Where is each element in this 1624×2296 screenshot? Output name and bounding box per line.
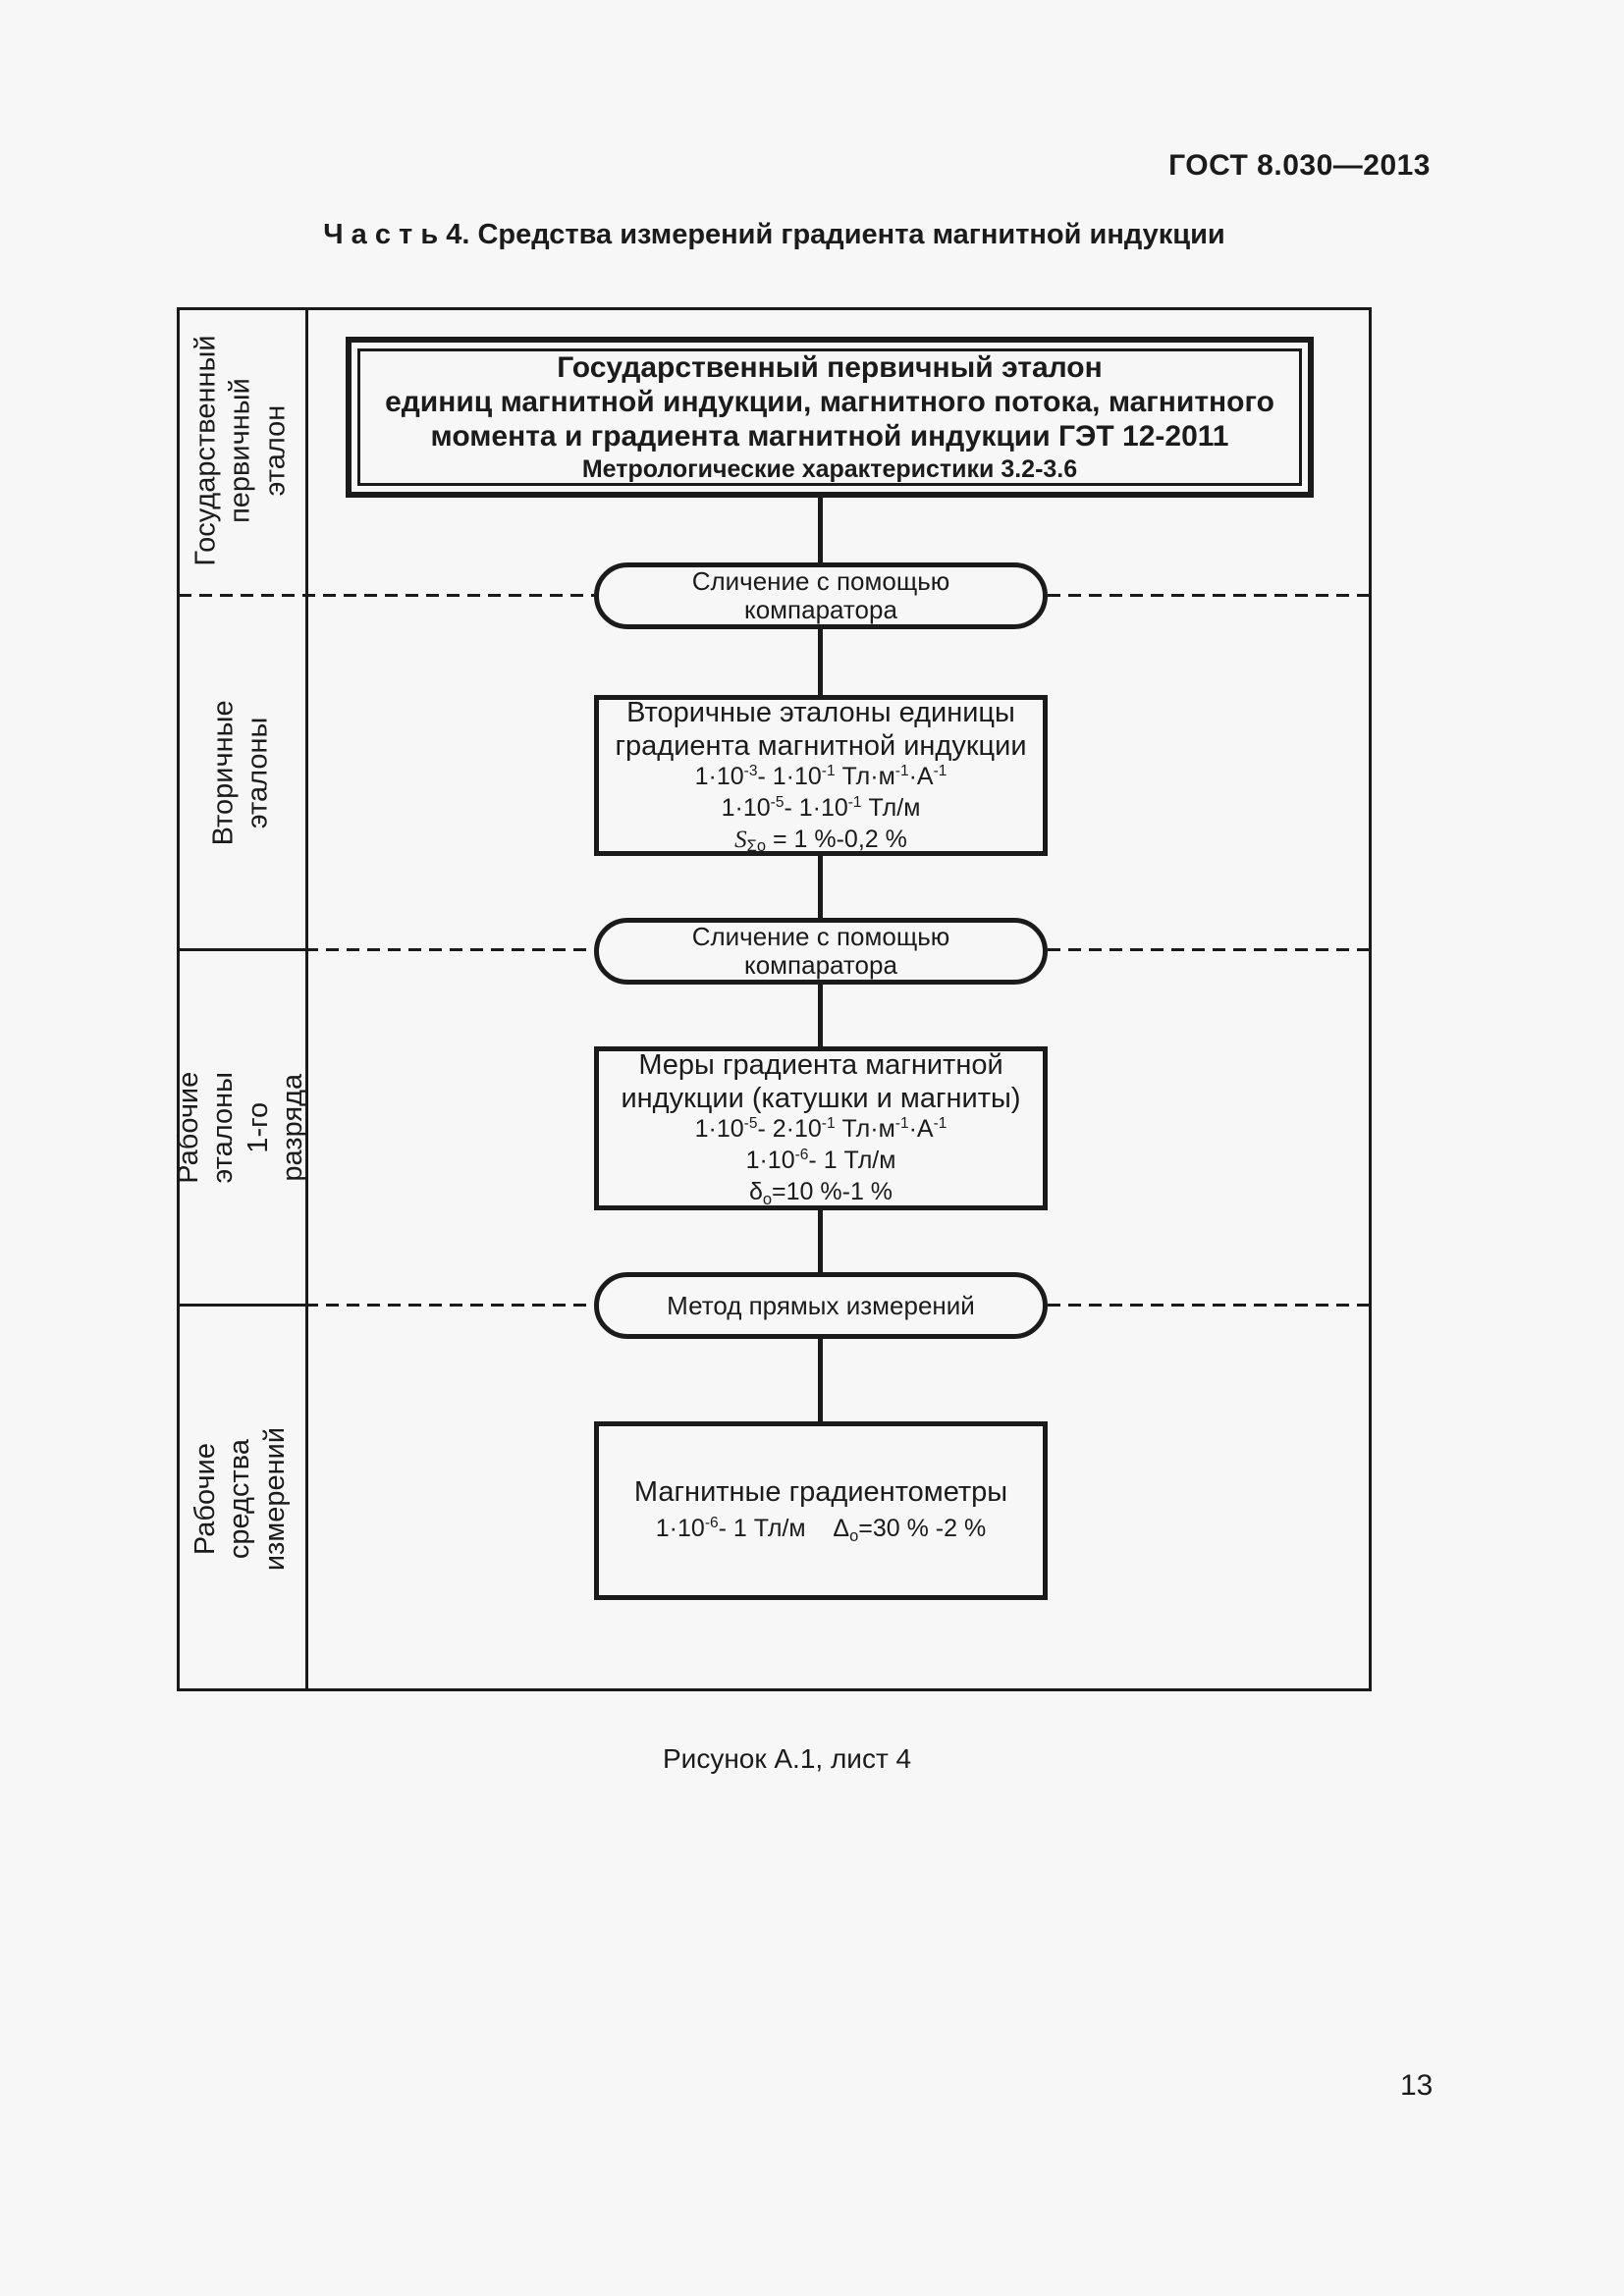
working-standards-error: δо=10 %-1 % (748, 1178, 893, 1208)
working-standards-box: Меры градиента магнитной индукции (катуш… (594, 1046, 1048, 1210)
working-standards-range-tesla-per-meter: 1·10-6- 1 Тл/м (745, 1147, 896, 1174)
sidebar-label: Государственный первичный эталон (189, 335, 292, 566)
primary-standard-units: единиц магнитной индукции, магнитного по… (385, 386, 1274, 418)
sidebar-section-primary-standard: Государственный первичный эталон (180, 310, 302, 591)
level-divider-1-right (1048, 594, 1370, 597)
level-divider-1-left (179, 594, 594, 597)
secondary-range-tesla-per-meter: 1·10-5- 1·10-1 Тл/м (721, 793, 921, 822)
secondary-standards-box: Вторичные эталоны единицы градиента магн… (594, 695, 1048, 856)
part-title: Ч а с т ь 4. Средства измерений градиент… (323, 219, 1225, 250)
scheme-frame (177, 307, 1372, 1691)
secondary-standards-title: Вторичные эталоны единицы (626, 696, 1015, 728)
sidebar-section-secondary-standards: Вторичные эталоны (180, 599, 302, 946)
document-code: ГОСТ 8.030—2013 (1168, 149, 1431, 182)
sidebar-label: Вторичные эталоны (207, 700, 274, 845)
sidebar-divider-line (305, 307, 308, 1691)
connector-line (818, 627, 823, 698)
working-instruments-range-error: 1·10-6- 1 Тл/м Δо=30 % -2 % (655, 1515, 987, 1545)
primary-standard-title: Государственный первичный эталон (557, 351, 1103, 384)
connector-line (818, 1336, 823, 1423)
sidebar-section-working-standards: Рабочие эталоны 1-го разряда (173, 954, 308, 1302)
page-number: 13 (1400, 2069, 1434, 2102)
method-label: Метод прямых измерений (667, 1290, 975, 1320)
level-divider-2-right (1048, 948, 1370, 951)
comparator-node-1: Сличение с помощью компаратора (594, 562, 1048, 629)
primary-standard-inner-border: Государственный первичный эталон единиц … (357, 348, 1302, 486)
primary-standard-code: момента и градиента магнитной индукции Г… (430, 420, 1229, 453)
secondary-standards-title2: градиента магнитной индукции (615, 729, 1027, 762)
connector-line (818, 982, 823, 1048)
sidebar-section-working-instruments: Рабочие средства измерений (180, 1309, 302, 1688)
level-divider-3-right (1048, 1304, 1370, 1307)
level-divider-2-left (305, 948, 594, 951)
working-instruments-title: Магнитные градиентометры (633, 1476, 1008, 1508)
comparator-node-2: Сличение с помощью компаратора (594, 918, 1048, 985)
working-standards-title: Меры градиента магнитной (638, 1049, 1003, 1081)
connector-line (818, 853, 823, 920)
working-standards-range-gradient-per-ampere: 1·10-5- 2·10-1 Тл·м-1·А-1 (694, 1115, 947, 1143)
working-standards-title2: индукции (катушки и магниты) (621, 1083, 1021, 1114)
primary-standard-box: Государственный первичный эталон единиц … (346, 337, 1314, 498)
sidebar-label: Рабочие эталоны 1-го разряда (172, 1071, 308, 1185)
connector-line (818, 496, 823, 564)
method-node: Метод прямых измерений (594, 1272, 1048, 1339)
sidebar-label: Рабочие средства измерений (189, 1426, 292, 1572)
primary-standard-metrology-ref: Метрологические характеристики 3.2-3.6 (581, 455, 1078, 483)
secondary-range-gradient-per-ampere: 1·10-3- 1·10-1 Тл·м-1·А-1 (694, 762, 947, 790)
secondary-uncertainty: SΣо = 1 %-0,2 % (734, 825, 907, 856)
level-divider-3-left (305, 1304, 594, 1307)
level-divider-2-sidebar (179, 948, 305, 951)
comparator-label: Сличение с помощью компаратора (691, 922, 950, 980)
connector-line (818, 1208, 823, 1275)
figure-caption: Рисунок А.1, лист 4 (663, 1743, 912, 1774)
level-divider-3-sidebar (179, 1304, 305, 1307)
comparator-label: Сличение с помощью компаратора (691, 566, 950, 624)
working-instruments-box: Магнитные градиентометры 1·10-6- 1 Тл/м … (594, 1421, 1048, 1600)
